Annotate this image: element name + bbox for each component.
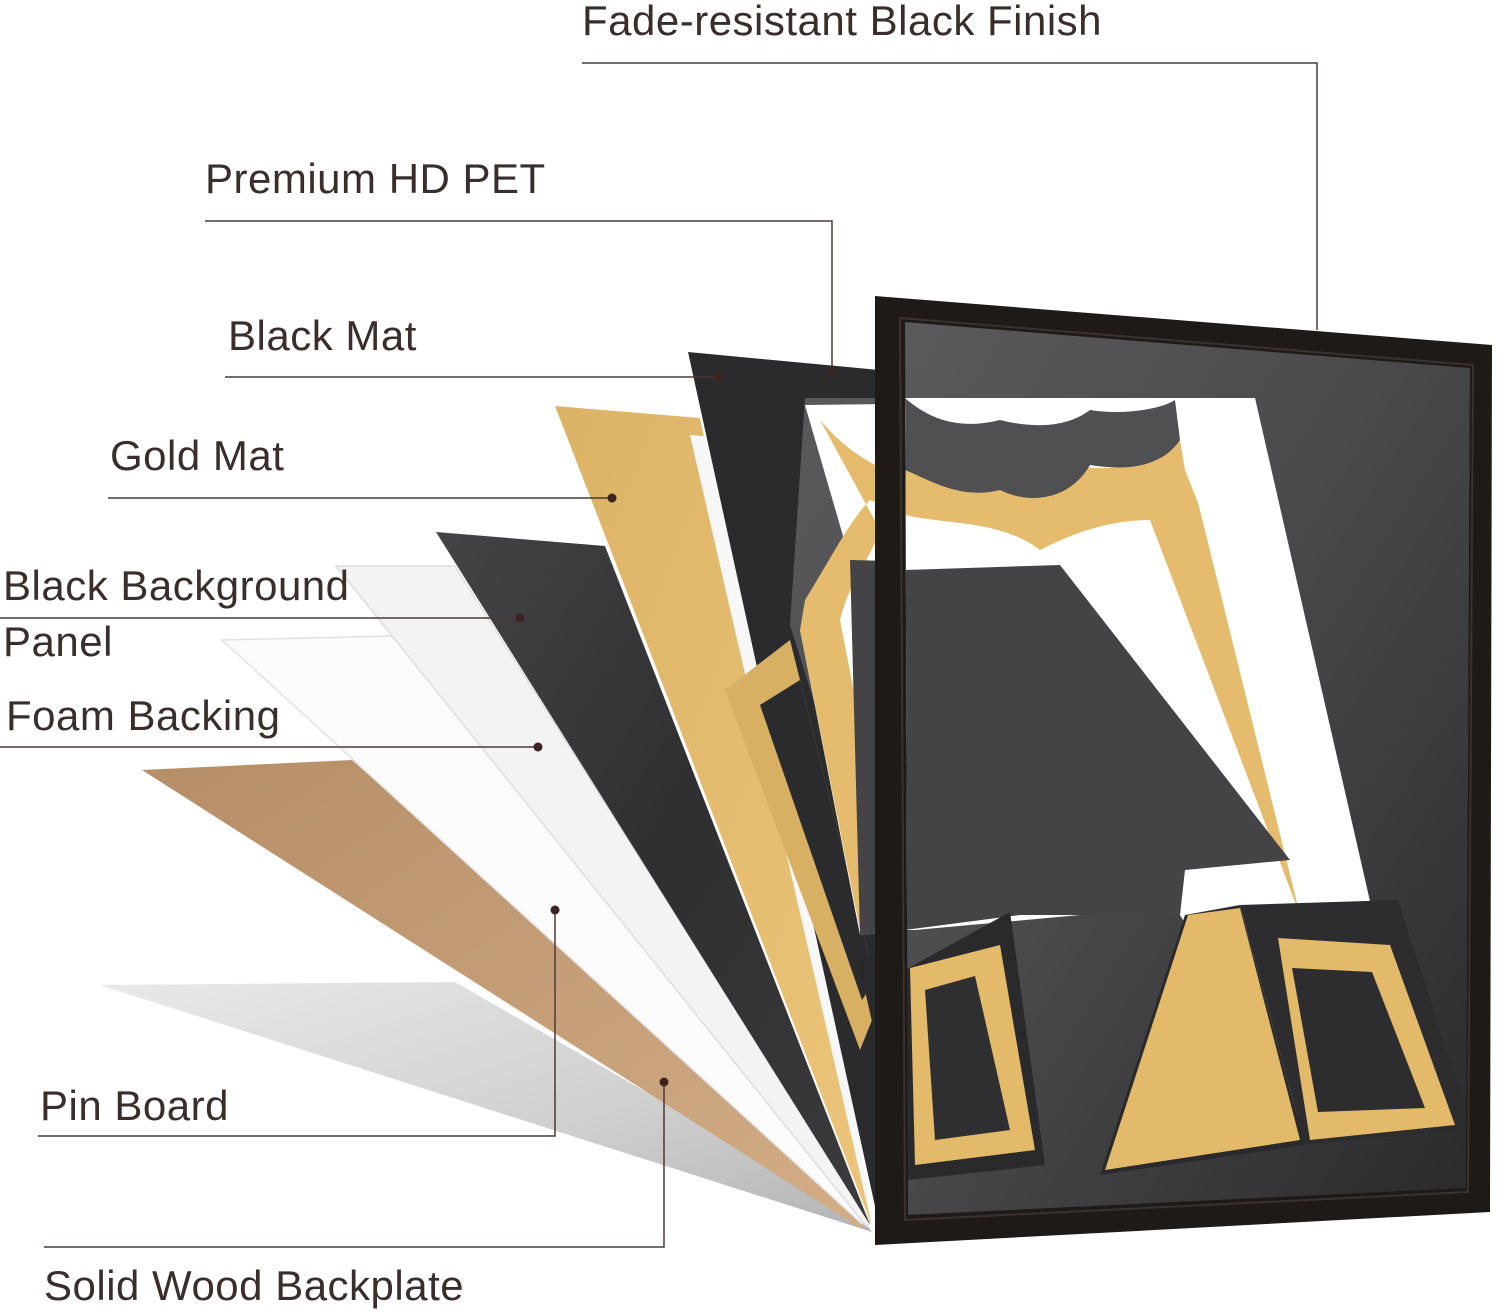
leader-pin-board — [38, 910, 556, 1137]
black-background-panel-layer — [436, 532, 870, 1225]
dot-black-background — [515, 613, 525, 623]
label-fade-resistant: Fade-resistant Black Finish — [582, 0, 1102, 44]
leader-backplate — [44, 1082, 665, 1248]
frame-glass-clip — [905, 322, 1470, 1215]
label-gold-mat: Gold Mat — [110, 432, 284, 479]
pin-board-layer — [142, 760, 866, 1228]
white-sheet-layer — [334, 565, 871, 1228]
label-black-background-line1: Black Background — [3, 562, 350, 609]
label-pin-board: Pin Board — [40, 1082, 229, 1129]
label-foam: Foam Backing — [6, 692, 280, 739]
dot-backplate — [659, 1077, 669, 1087]
leader-pet — [205, 220, 833, 370]
leader-dots — [515, 365, 837, 1087]
label-black-mat: Black Mat — [228, 312, 417, 359]
dot-black-mat — [713, 372, 723, 382]
dot-pin-board — [550, 905, 560, 915]
dot-pet — [827, 365, 837, 375]
label-backplate: Solid Wood Backplate — [44, 1262, 464, 1309]
dot-gold-mat — [607, 493, 617, 503]
label-pet: Premium HD PET — [205, 155, 546, 202]
backplate-shadow — [100, 982, 872, 1232]
label-black-background-line2: Panel — [3, 618, 113, 665]
leader-fade-resistant — [582, 62, 1318, 330]
dot-foam — [533, 742, 543, 752]
leader-lines — [0, 62, 1318, 1248]
